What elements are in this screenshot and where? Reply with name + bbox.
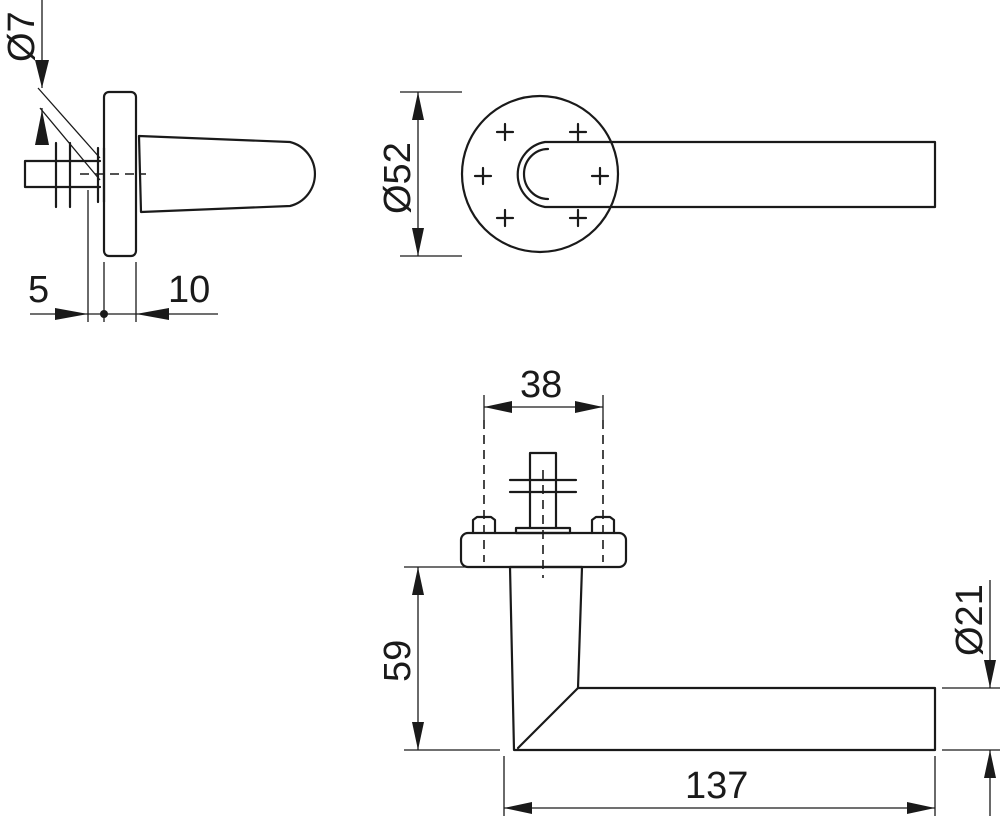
arrow [984,750,996,778]
arrow [484,401,512,413]
neck-arc [522,147,550,201]
handle-top [508,565,937,752]
leader-line [37,87,101,159]
side-view: Ø7 5 10 [1,0,316,322]
arrow [984,660,996,688]
spindle-top [528,451,558,530]
dim-spindle-diameter: Ø7 [1,11,43,62]
fixing-crosses [473,122,610,228]
arrow [575,401,603,413]
arrow [35,110,49,145]
handle-front [516,140,937,209]
dim-projection: 59 [377,640,419,682]
dim-handle-length: 137 [685,765,748,807]
spindle-cross [54,141,72,209]
arrow [136,308,169,320]
dim-rosette-thickness: 10 [168,269,210,311]
arrow [412,228,424,256]
arrow [412,92,424,120]
top-view: 38 59 Ø21 137 [377,364,1000,816]
leader-line [39,107,101,181]
dim-rosette-offset: 5 [28,269,49,311]
arrow [504,802,532,814]
screw-head [96,146,106,204]
arrow [35,60,49,88]
arrow [907,802,935,814]
dim-rosette-diameter: Ø52 [377,142,419,214]
dot [100,310,108,318]
handle-bend [516,686,580,750]
dim-handle-diameter: Ø21 [949,584,991,656]
arrow [412,567,424,595]
rosette-front [460,94,620,254]
handle-side [137,134,316,214]
dimension-line [404,566,505,751]
arrow [412,722,424,750]
spindle-side [23,159,102,189]
dimension-line [942,580,1000,816]
front-view: Ø52 [377,91,937,257]
dimension-line [30,190,218,322]
arrow [55,308,88,320]
dimension-line [503,756,936,816]
dim-fixing-spacing: 38 [520,364,562,406]
